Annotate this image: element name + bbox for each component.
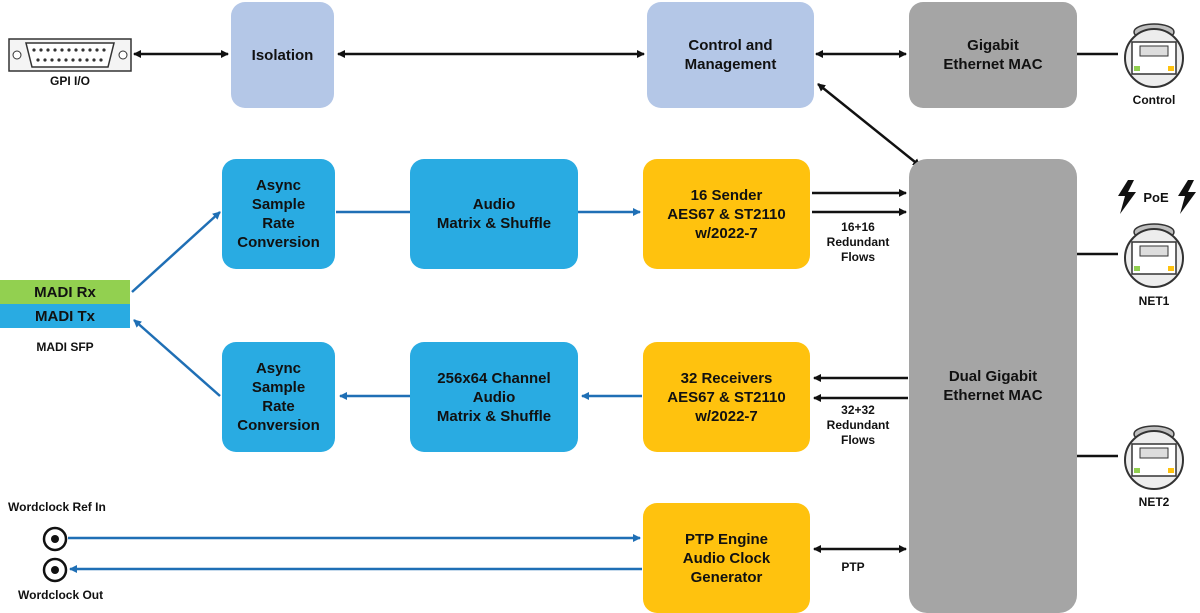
flows-top-label: 16+16 Redundant Flows <box>826 220 890 264</box>
receivers-block: 32 Receivers AES67 & ST2110 w/2022-7 <box>643 342 810 452</box>
madi-tx-port: MADI Tx <box>0 304 130 328</box>
poe-label: PoE <box>1143 190 1169 205</box>
dsub-connector-icon <box>8 38 132 72</box>
rj45-control-icon <box>1124 23 1184 88</box>
audio-matrix-bottom-block: 256x64 Channel Audio Matrix & Shuffle <box>410 342 578 452</box>
control-management-block: Control and Management <box>647 2 814 108</box>
control-dualmac-link <box>817 83 921 167</box>
rj45-net1-icon <box>1124 223 1184 288</box>
src-to-madi-tx <box>133 319 221 397</box>
gigabit-ethernet-mac-block: Gigabit Ethernet MAC <box>909 2 1077 108</box>
sender-block: 16 Sender AES67 & ST2110 w/2022-7 <box>643 159 810 269</box>
net2-port-label: NET2 <box>1138 495 1170 509</box>
net1-port-label: NET1 <box>1138 294 1170 308</box>
audio-matrix-top-block: Audio Matrix & Shuffle <box>410 159 578 269</box>
lightning-bolt-icon <box>1118 180 1136 214</box>
wordclock-in-label: Wordclock Ref In <box>8 500 106 514</box>
async-src-bottom-block: Async Sample Rate Conversion <box>222 342 335 452</box>
madi-rx-port: MADI Rx <box>0 280 130 304</box>
ptp-label: PTP <box>841 560 865 574</box>
dual-gigabit-mac-block: Dual Gigabit Ethernet MAC <box>909 159 1077 613</box>
rj45-net2-icon <box>1124 425 1184 490</box>
madi-sfp-label: MADI SFP <box>36 340 94 354</box>
lightning-bolt-icon <box>1178 180 1196 214</box>
bnc-connector-icon <box>42 526 68 552</box>
madi-rx-to-src <box>131 211 221 293</box>
flows-bottom-label: 32+32 Redundant Flows <box>826 403 890 447</box>
wordclock-out-label: Wordclock Out <box>18 588 104 602</box>
async-src-top-block: Async Sample Rate Conversion <box>222 159 335 269</box>
control-port-label: Control <box>1132 93 1176 107</box>
bnc-connector-icon <box>42 557 68 583</box>
isolation-block: Isolation <box>231 2 334 108</box>
gpio-label: GPI I/O <box>49 74 90 88</box>
ptp-engine-block: PTP Engine Audio Clock Generator <box>643 503 810 613</box>
